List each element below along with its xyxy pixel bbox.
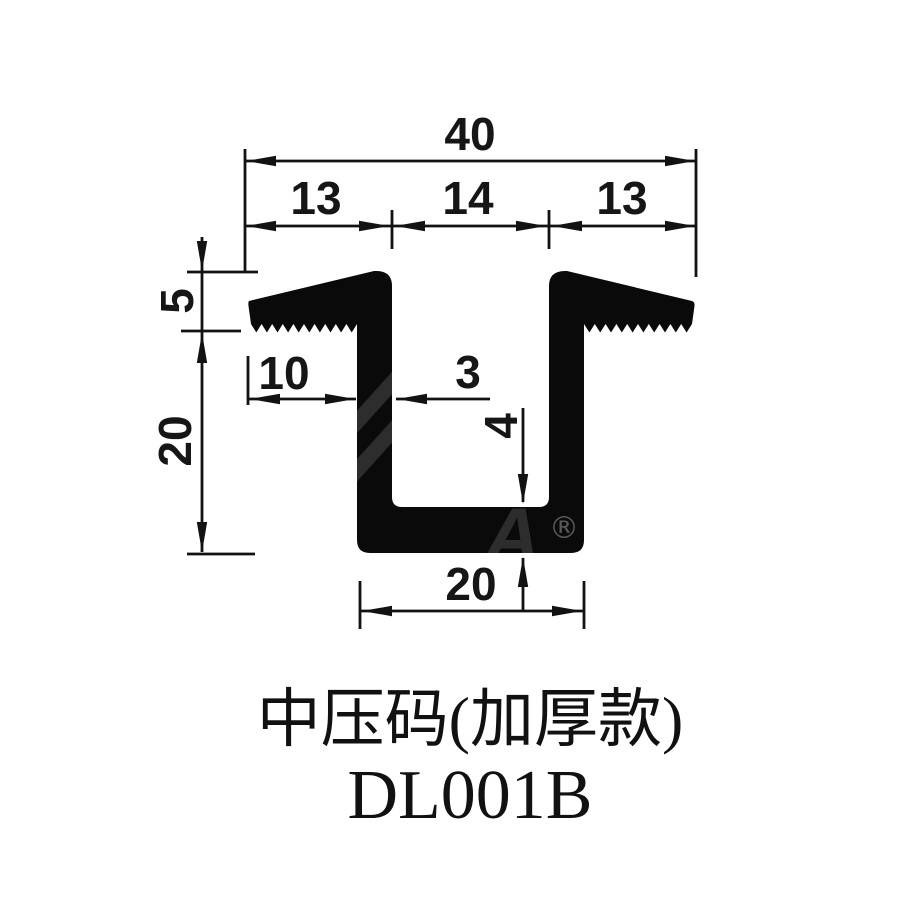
arrowhead-left-icon bbox=[397, 393, 427, 405]
product-name: 中压码(加厚款) bbox=[257, 684, 684, 755]
dimension-base-width: 20 bbox=[358, 558, 586, 629]
arrowhead-right-icon bbox=[665, 220, 695, 232]
dimension-label-right-flange: 13 bbox=[596, 172, 647, 224]
dimension-left-heights: 5 20 bbox=[149, 237, 258, 556]
arrowhead-right-icon bbox=[665, 155, 695, 167]
dimension-label-flange-lip: 10 bbox=[258, 347, 309, 399]
arrowhead-left-icon bbox=[246, 155, 276, 167]
dimension-total-width: 40 bbox=[243, 108, 698, 277]
model-number: DL001B bbox=[348, 757, 593, 834]
dimension-label-wall-thickness: 3 bbox=[455, 346, 481, 398]
arrowhead-left-icon bbox=[552, 220, 582, 232]
dimension-label-left-flange: 13 bbox=[290, 172, 341, 224]
dimension-label-base-width: 20 bbox=[445, 558, 496, 610]
caption: 中压码(加厚款) DL001B bbox=[257, 684, 684, 834]
dimension-label-total-width: 40 bbox=[444, 108, 495, 160]
arrowhead-down-icon bbox=[196, 522, 208, 552]
arrowhead-right-icon bbox=[359, 220, 389, 232]
arrowhead-down-icon bbox=[196, 241, 208, 271]
arrowhead-left-icon bbox=[395, 220, 425, 232]
dimension-label-body-height: 20 bbox=[149, 415, 201, 466]
dimension-label-slot-width: 14 bbox=[442, 172, 494, 224]
arrowhead-up-icon bbox=[196, 333, 208, 363]
profile-cross-section: A ® bbox=[248, 270, 695, 553]
dimension-top-segments: 13 14 13 bbox=[246, 172, 695, 249]
registered-trademark-icon: ® bbox=[549, 511, 579, 546]
arrowhead-down-icon bbox=[517, 474, 529, 504]
arrowhead-right-icon bbox=[516, 220, 546, 232]
dimension-base-thickness: 4 bbox=[475, 408, 529, 611]
dimension-label-flange-height: 5 bbox=[151, 288, 203, 314]
arrowhead-right-icon bbox=[325, 393, 355, 405]
dimension-lip-and-wall: 10 3 bbox=[246, 346, 490, 405]
arrowhead-right-icon bbox=[552, 605, 582, 617]
dimension-label-base-thickness: 4 bbox=[475, 413, 527, 439]
clamp-profile-shape bbox=[248, 270, 695, 553]
arrowhead-left-icon bbox=[246, 220, 276, 232]
arrowhead-up-icon bbox=[517, 557, 529, 587]
arrowhead-left-icon bbox=[250, 393, 280, 405]
arrowhead-left-icon bbox=[362, 605, 392, 617]
